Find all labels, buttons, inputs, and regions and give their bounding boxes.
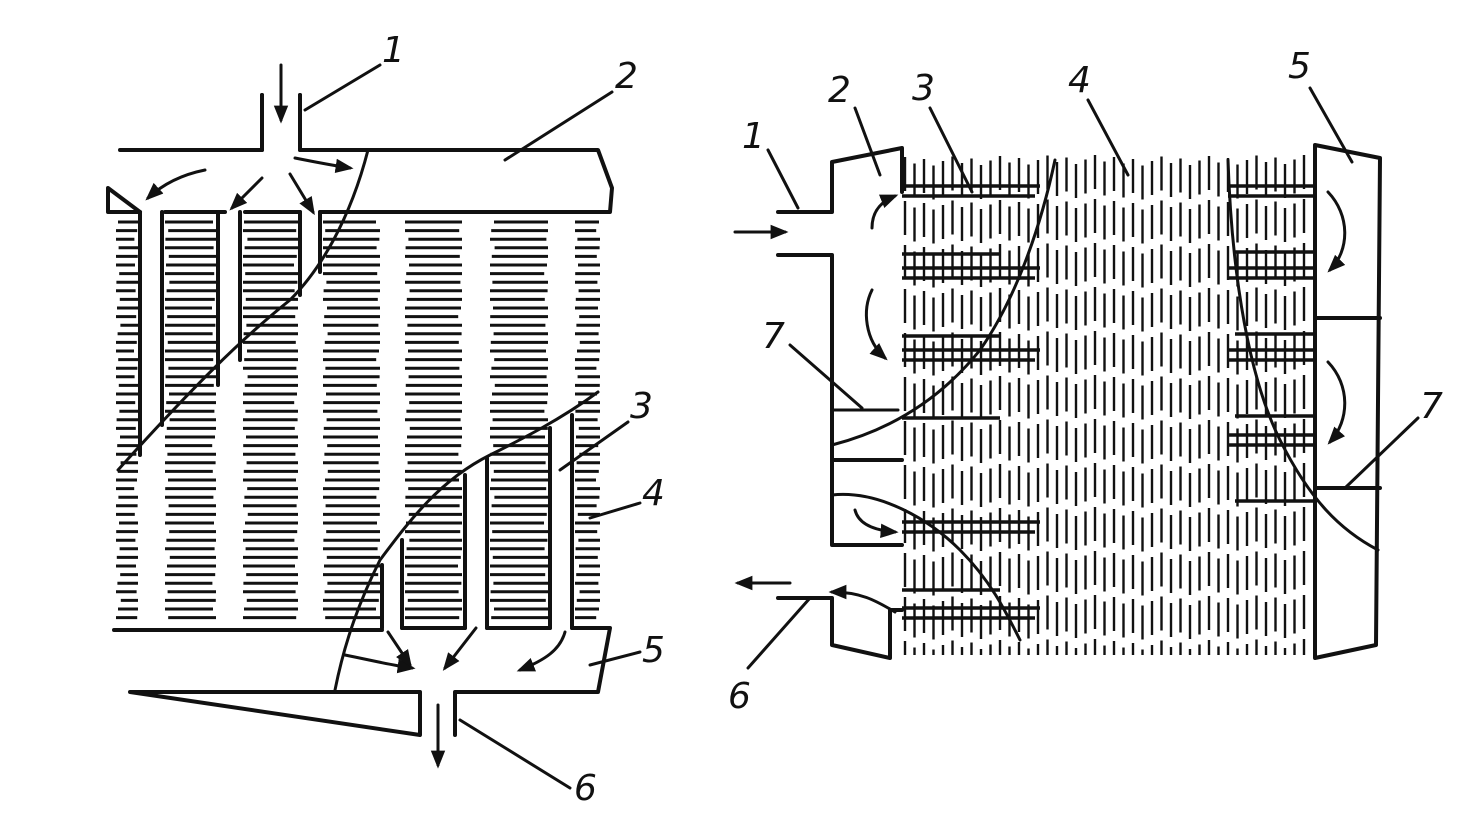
right-left-tank	[776, 146, 904, 660]
right-label-4: 4	[1068, 60, 1091, 101]
right-label-2: 2	[828, 70, 851, 111]
right-label-7a: 7	[762, 316, 785, 357]
left-inlet-pipe	[260, 93, 302, 152]
right-flow-arrow-r2	[1326, 360, 1347, 445]
right-flow-arrow-l3	[853, 508, 899, 539]
right-flow-arrow-r1	[1326, 190, 1347, 273]
left-cutaway-upper	[116, 148, 370, 472]
right-flow-arrow-l4	[828, 584, 897, 614]
right-right-tank	[1313, 143, 1382, 660]
right-leader-6	[746, 596, 812, 670]
left-flow-arrow-2	[229, 176, 264, 211]
right-label-6: 6	[728, 676, 751, 717]
left-leader-6	[458, 718, 572, 790]
right-leader-5	[1308, 86, 1354, 164]
left-leader-3	[558, 420, 630, 472]
right-label-1: 1	[742, 116, 765, 157]
right-leader-7a	[788, 343, 864, 410]
left-flow-arrow-6	[386, 630, 412, 668]
left-leader-1	[303, 63, 382, 112]
left-flow-arrow-1	[145, 168, 207, 201]
left-flow-arrow-3	[288, 172, 315, 216]
left-label-6: 6	[574, 768, 597, 809]
left-leader-5	[588, 650, 642, 667]
left-flow-arrow-4	[293, 156, 354, 173]
left-label-2: 2	[615, 56, 638, 97]
left-label-1: 1	[382, 30, 405, 71]
left-label-4: 4	[642, 473, 665, 514]
left-top-tank	[106, 93, 614, 214]
left-heat-exchanger: 1 2 3 4 5 6	[106, 30, 665, 809]
left-cutaway-lower	[333, 390, 600, 692]
right-leader-3	[928, 106, 974, 194]
right-leader-4	[1086, 98, 1130, 177]
left-label-5: 5	[642, 630, 665, 671]
left-bottom-tubes	[380, 413, 574, 630]
right-label-5: 5	[1288, 46, 1311, 87]
left-flow-arrow-5	[343, 653, 416, 674]
left-flow-arrow-7	[442, 626, 478, 671]
right-cutaway-left-upper	[830, 158, 1057, 447]
left-top-tubes	[138, 210, 322, 457]
right-fin-pattern	[903, 155, 1306, 655]
right-flow-arrow-l2	[864, 288, 888, 361]
right-flow-arrow-l1	[870, 194, 899, 230]
left-leader-2	[503, 90, 614, 162]
right-leader-1	[766, 148, 800, 210]
left-flow-arrow-8	[516, 630, 567, 672]
right-heat-exchanger: 1 2 3 4 5 6 7 7	[728, 46, 1443, 717]
left-fin-pattern	[116, 220, 600, 620]
right-leader-2	[853, 106, 882, 177]
right-leader-7b	[1343, 416, 1420, 490]
right-label-7b: 7	[1420, 386, 1443, 427]
right-label-3: 3	[912, 68, 935, 109]
right-cutaway-left-lower	[830, 492, 1022, 642]
left-bottom-tank	[112, 626, 612, 737]
right-right-tube-stack	[1228, 184, 1315, 503]
left-label-3: 3	[630, 386, 653, 427]
right-cutaway-right	[1226, 158, 1380, 552]
left-leader-4	[588, 501, 642, 520]
